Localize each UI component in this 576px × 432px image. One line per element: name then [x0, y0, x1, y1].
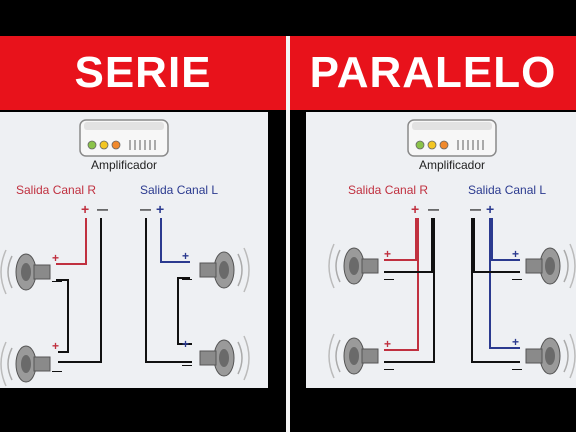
l-plus-terminal: + — [486, 201, 494, 217]
spk1-plus: + — [384, 247, 391, 261]
speaker-icon — [328, 333, 379, 379]
center-divider — [286, 36, 290, 432]
serie-header: SERIE — [0, 36, 286, 110]
speaker-icon — [0, 249, 51, 295]
paralelo-title: PARALELO — [309, 48, 557, 97]
speaker-icon — [328, 243, 379, 289]
amplifier-icon — [79, 119, 169, 157]
spk4-minus: — — [182, 360, 192, 371]
r-minus-terminal: — — [428, 204, 439, 216]
paralelo-header: PARALELO — [290, 36, 576, 110]
serie-diagram-panel: Amplificador Salida Canal R Salida Canal… — [0, 112, 268, 388]
spk4-minus: — — [512, 364, 522, 375]
speaker-icon — [199, 247, 250, 293]
spk3-plus: + — [182, 249, 189, 263]
spk1-minus: — — [52, 276, 62, 287]
paralelo-diagram: Amplificador Salida Canal R Salida Canal… — [328, 119, 576, 379]
speaker-icon — [0, 341, 51, 387]
spk3-minus: — — [512, 274, 522, 285]
amplifier-icon — [407, 119, 497, 157]
l-plus-terminal: + — [156, 201, 164, 217]
spk3-plus: + — [512, 247, 519, 261]
spk1-plus: + — [52, 251, 59, 265]
spk2-plus: + — [384, 337, 391, 351]
r-minus-terminal: — — [97, 204, 108, 216]
serie-diagram: Amplificador Salida Canal R Salida Canal… — [0, 119, 250, 387]
spk2-minus: — — [52, 366, 62, 377]
r-plus-terminal: + — [81, 201, 89, 217]
amplifier-label: Amplificador — [419, 158, 485, 172]
channel-r-label: Salida Canal R — [16, 183, 96, 197]
channel-l-label: Salida Canal L — [468, 183, 546, 197]
spk1-minus: — — [384, 274, 394, 285]
serie-wiring — [56, 218, 192, 363]
serie-title: SERIE — [74, 48, 212, 97]
channel-l-label: Salida Canal L — [140, 183, 218, 197]
l-minus-terminal: — — [140, 204, 151, 216]
paralelo-diagram-panel: Amplificador Salida Canal R Salida Canal… — [306, 112, 576, 388]
spk3-minus: — — [182, 274, 192, 285]
spk4-plus: + — [182, 337, 189, 351]
speaker-terminal-labels: + — + — + — + — — [384, 247, 522, 375]
speaker-icon — [525, 243, 576, 289]
channel-r-label: Salida Canal R — [348, 183, 428, 197]
speaker-icon — [199, 335, 250, 381]
spk2-minus: — — [384, 364, 394, 375]
l-minus-terminal: — — [470, 204, 481, 216]
paralelo-wiring — [384, 218, 520, 363]
spk4-plus: + — [512, 335, 519, 349]
spk2-plus: + — [52, 339, 59, 353]
speaker-terminal-labels: + — + — + — + — — [52, 249, 192, 377]
speaker-icon — [525, 333, 576, 379]
r-plus-terminal: + — [411, 201, 419, 217]
amplifier-label: Amplificador — [91, 158, 157, 172]
